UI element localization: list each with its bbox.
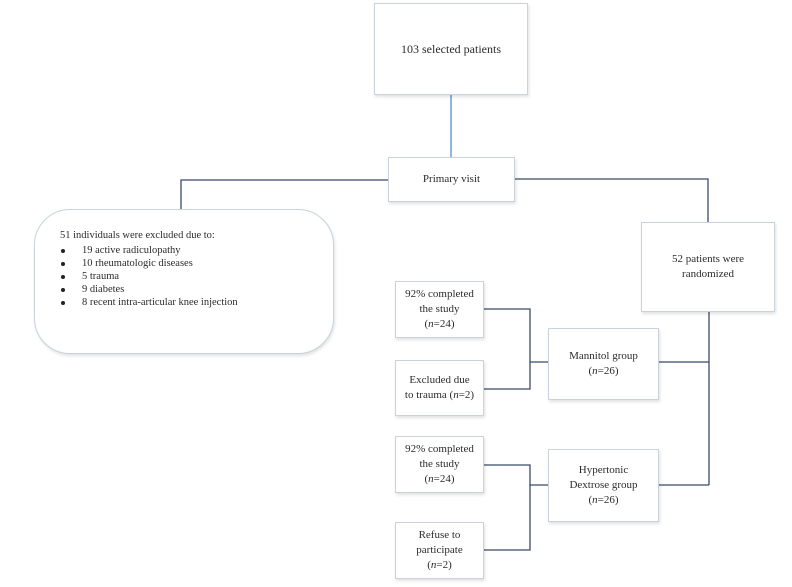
connector-mannitol-excluded [484, 362, 531, 390]
connector-primary-to-randomized [515, 178, 709, 222]
dextrose-group-box: Hypertonic Dextrose group (n=26) [548, 449, 659, 522]
dextrose-completed-line2: the study [419, 458, 460, 470]
exclusion-reason-item: 5 trauma [60, 270, 333, 283]
mannitol-excluded-box: Excluded due to trauma (n=2) [395, 360, 484, 416]
dextrose-completed-count: (n=24) [424, 473, 455, 485]
dextrose-group-label-line2: Dextrose group [569, 479, 638, 491]
connector-dextrose-completed [484, 464, 548, 486]
selected-patients-box: 103 selected patients [374, 3, 528, 95]
exclusion-reason-list: 19 active radiculopathy 10 rheumatologic… [60, 244, 333, 309]
selected-patients-label: 103 selected patients [401, 41, 501, 56]
mannitol-completed-box: 92% completed the study (n=24) [395, 281, 484, 338]
mannitol-group-count: (n=26) [588, 365, 619, 377]
randomized-label-line1: 52 patients were [671, 253, 745, 265]
exclusion-reason-item: 9 diabetes [60, 283, 333, 296]
exclusion-box: 51 individuals were excluded due to: 19 … [34, 209, 334, 354]
mannitol-group-label: Mannitol group [569, 350, 638, 362]
dextrose-refused-line2: participate [416, 544, 463, 556]
mannitol-completed-line1: 92% completed [405, 288, 474, 300]
dextrose-completed-line1: 92% completed [405, 443, 474, 455]
connector-mannitol-completed [484, 308, 548, 363]
dextrose-group-count: (n=26) [588, 494, 619, 506]
dextrose-refused-count: (n=2) [427, 559, 452, 571]
randomized-box: 52 patients were randomized [641, 222, 775, 312]
dextrose-refused-box: Refuse to participate (n=2) [395, 522, 484, 579]
mannitol-completed-line2: the study [419, 303, 460, 315]
exclusion-reason-item: 8 recent intra-articular knee injection [60, 296, 333, 309]
randomized-label-line2: randomized [682, 268, 734, 280]
exclusion-reason-item: 10 rheumatologic diseases [60, 257, 333, 270]
primary-visit-label: Primary visit [422, 173, 481, 185]
dextrose-group-label-line1: Hypertonic [578, 464, 629, 476]
mannitol-excluded-line2: to trauma (n=2) [404, 389, 475, 401]
dextrose-completed-box: 92% completed the study (n=24) [395, 436, 484, 493]
connector-dextrose-refused [484, 485, 531, 551]
exclusion-heading: 51 individuals were excluded due to: [60, 230, 215, 241]
dextrose-refused-line1: Refuse to [418, 529, 461, 541]
mannitol-excluded-line1: Excluded due [409, 374, 470, 386]
exclusion-reason-item: 19 active radiculopathy [60, 244, 333, 257]
connector-primary-to-excluded [180, 179, 388, 209]
mannitol-group-box: Mannitol group (n=26) [548, 328, 659, 400]
primary-visit-box: Primary visit [388, 157, 515, 202]
mannitol-completed-count: (n=24) [424, 318, 455, 330]
